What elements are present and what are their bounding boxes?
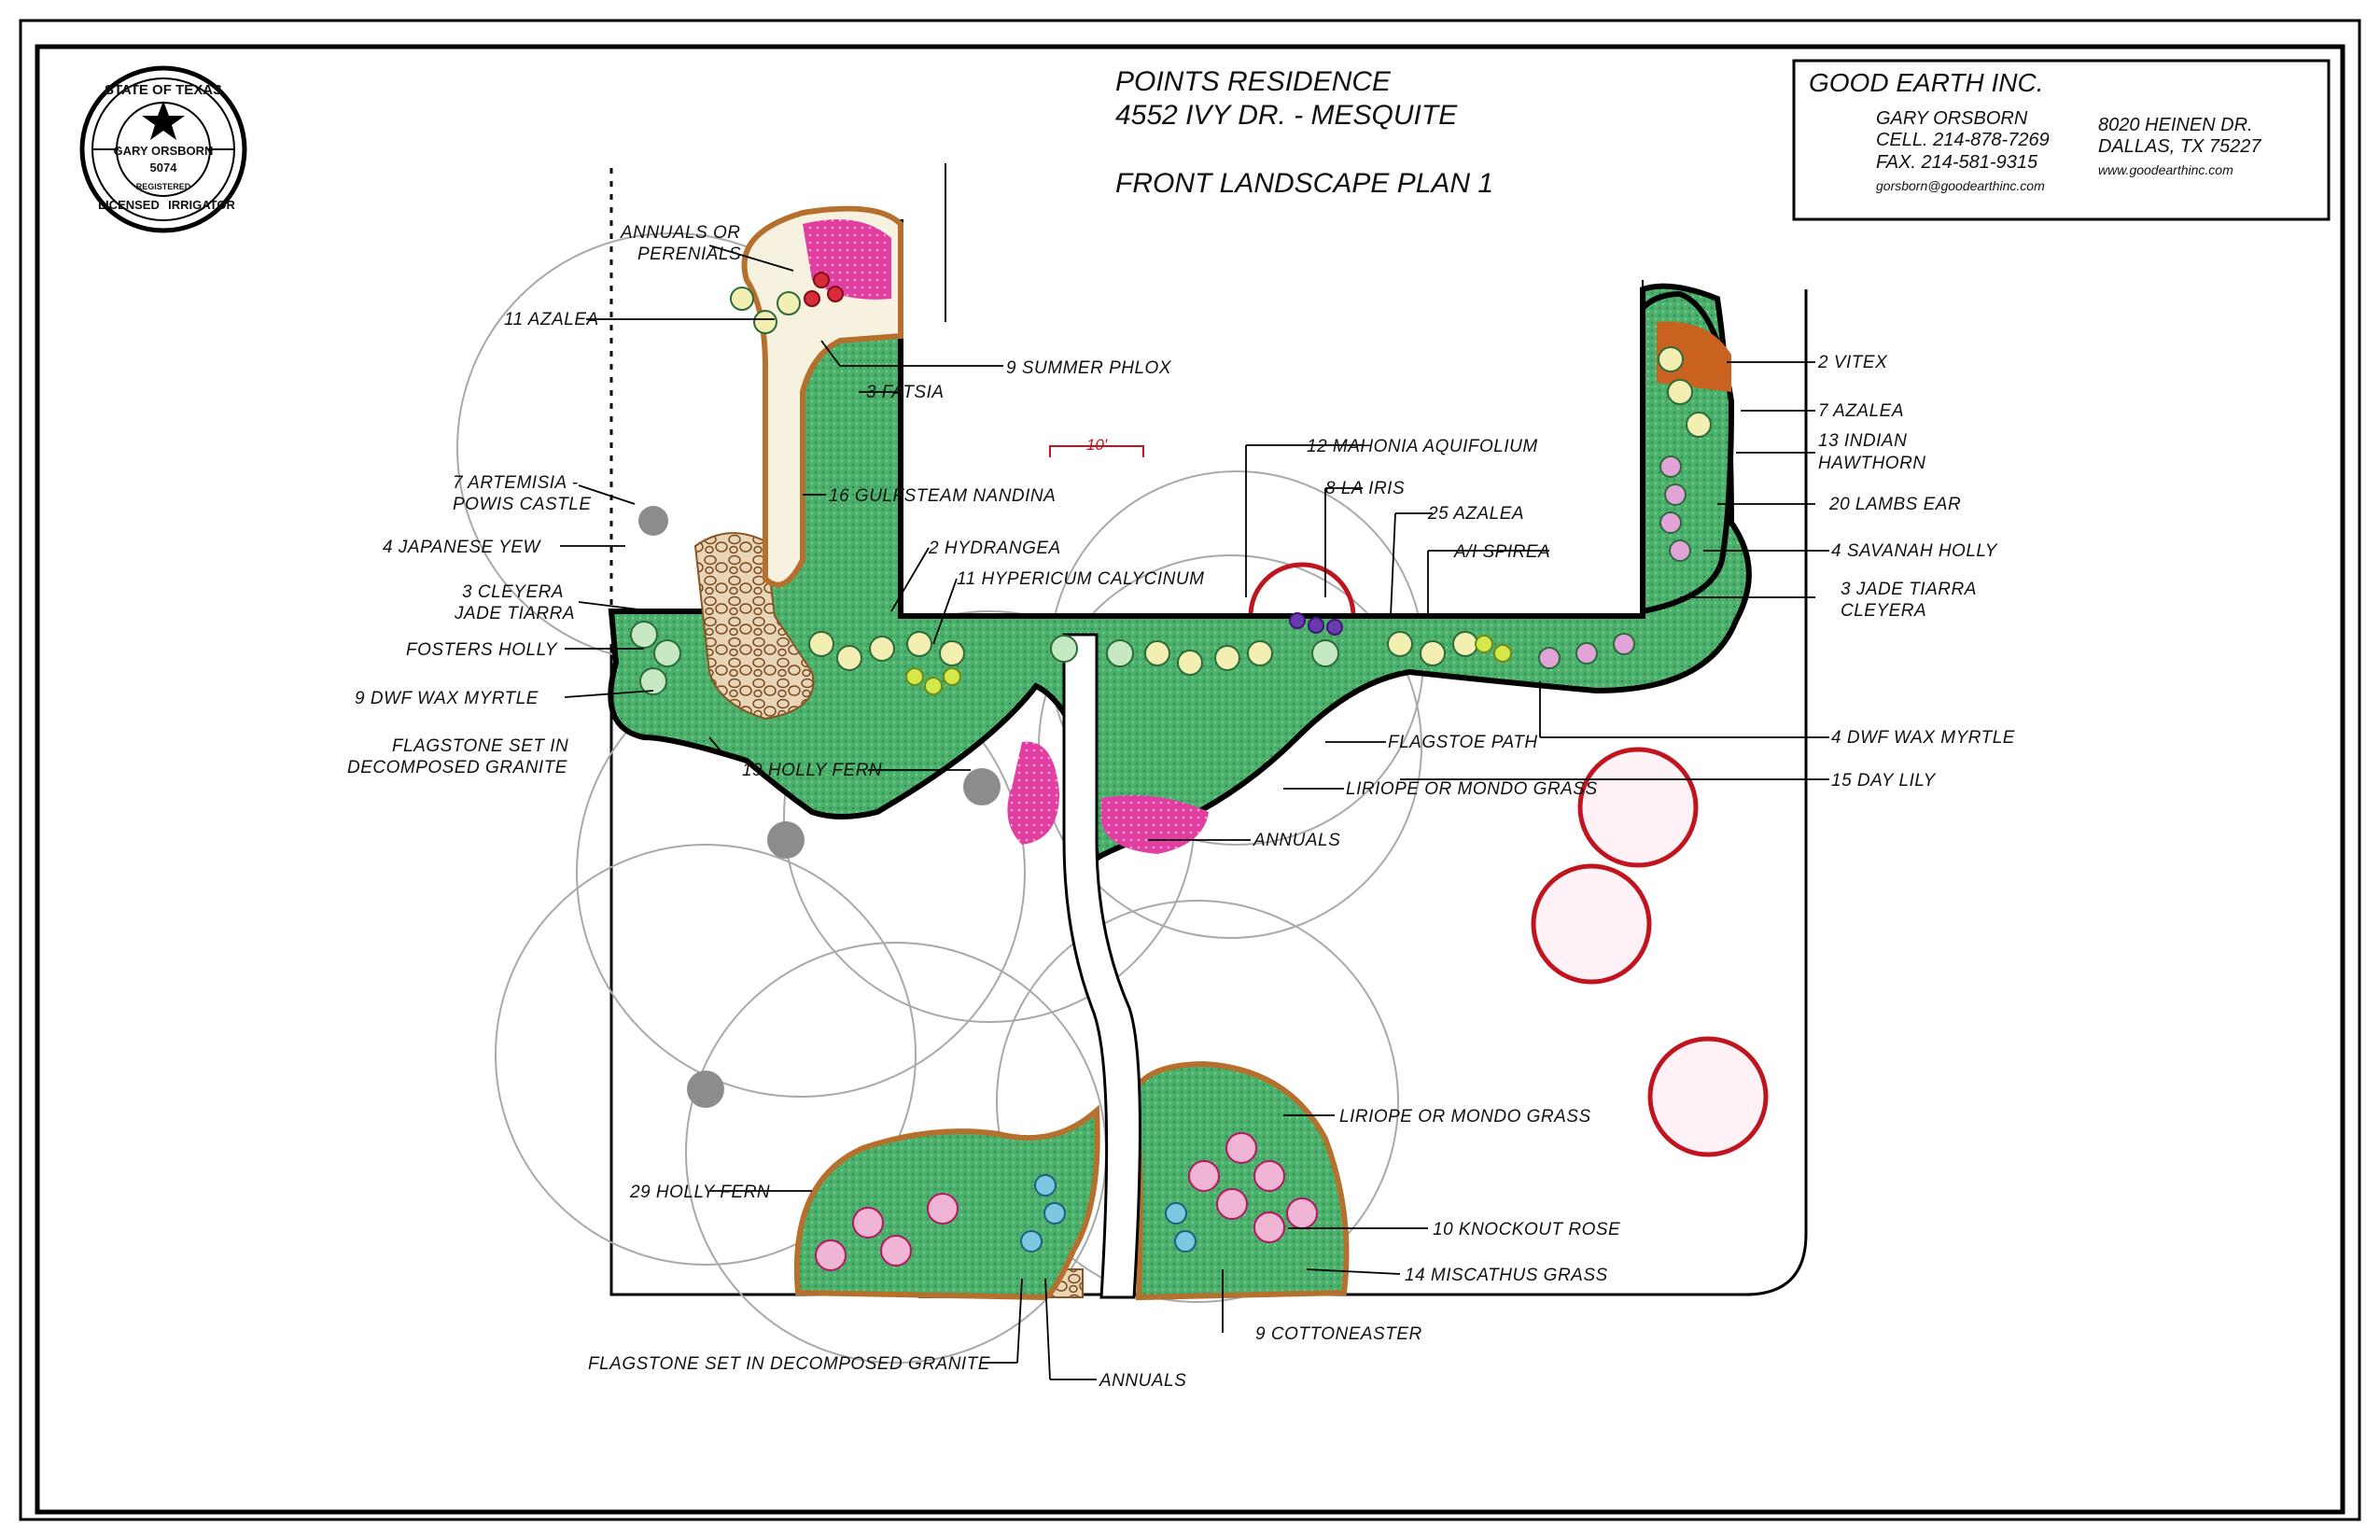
irrigator-seal: STATE OF TEXAS GARY ORSBORN 5074 REGISTE… (79, 65, 247, 233)
label-annuals-mid: ANNUALS (1253, 831, 1340, 850)
label-hydrangea: 2 HYDRANGEA (928, 539, 1061, 558)
label-day-lily: 15 DAY LILY (1831, 771, 1937, 791)
label-annuals-perenials-2: PERENIALS (637, 245, 741, 264)
label-artemisia-1: 7 ARTEMISIA - (453, 473, 579, 493)
label-artemisia-2: POWIS CASTLE (453, 495, 592, 514)
label-savanah-holly: 4 SAVANAH HOLLY (1831, 541, 1998, 561)
project-address: 4552 IVY DR. - MESQUITE (1115, 100, 1458, 131)
label-indian-hawthorn-2: HAWTHORN (1818, 454, 1926, 473)
company-email: gorsborn@goodearthinc.com (1876, 178, 2045, 193)
label-cleyera-left-1: 3 CLEYERA (462, 582, 564, 602)
pink-annuals-left (1007, 741, 1059, 845)
label-holly-fern-29: 29 HOLLY FERN (629, 1183, 770, 1202)
company-web: www.goodearthinc.com (2098, 162, 2233, 177)
label-flagstone-bottom: FLAGSTONE SET IN DECOMPOSED GRANITE (588, 1354, 990, 1374)
label-vitex: 2 VITEX (1817, 353, 1888, 372)
label-azalea-7: 7 AZALEA (1818, 401, 1904, 421)
bottom-bed-right (1130, 1060, 1350, 1301)
seal-number: 5074 (150, 161, 178, 175)
label-wax-myrtle-left: 9 DWF WAX MYRTLE (355, 689, 539, 708)
red-tree-3 (1647, 1036, 1769, 1157)
seal-irrigator: IRRIGATOR (168, 198, 235, 212)
front-walkway (1062, 633, 1141, 1299)
seal-state: STATE OF TEXAS (105, 82, 222, 98)
seal-licensed: LICENSED (98, 198, 160, 212)
label-cleyera-right-1: 3 JADE TIARRA (1841, 580, 1977, 599)
vitex-orange (1657, 321, 1731, 392)
label-azalea-25: 25 AZALEA (1427, 504, 1524, 524)
red-trees (1248, 562, 1769, 1157)
label-gulfsteam: 16 GULFSTEAM NANDINA (829, 486, 1056, 506)
seal-registered: REGISTERED (136, 182, 191, 191)
outer-border (19, 19, 2361, 1521)
label-wax-myrtle-right: 4 DWF WAX MYRTLE (1831, 728, 2015, 748)
star-icon (142, 101, 185, 140)
label-cleyera-left-2: JADE TIARRA (454, 604, 575, 623)
label-annuals-perenials-1: ANNUALS OR (620, 223, 741, 243)
label-summer-phlox: 9 SUMMER PHLOX (1006, 358, 1172, 378)
label-holly-fern-19: 19 HOLLY FERN (742, 761, 882, 780)
red-tree-1 (1577, 747, 1699, 868)
red-tree-2 (1531, 863, 1652, 985)
label-miscathus: 14 MISCATHUS GRASS (1405, 1266, 1608, 1285)
label-liriope-bottom: LIRIOPE OR MONDO GRASS (1339, 1107, 1591, 1127)
company-fax: FAX. 214-581-9315 (1876, 152, 2038, 173)
label-indian-hawthorn-1: 13 INDIAN (1818, 431, 1907, 451)
plan-name: FRONT LANDSCAPE PLAN 1 (1115, 168, 1493, 199)
company-cell: CELL. 214-878-7269 (1876, 130, 2050, 150)
label-mahonia: 12 MAHONIA AQUIFOLIUM (1307, 437, 1538, 456)
scale-marker: 10' (1049, 436, 1144, 457)
label-flagstone-left-1: FLAGSTONE SET IN (392, 736, 568, 756)
plant-symbols (630, 272, 1712, 1271)
label-azalea-11: 11 AZALEA (504, 310, 599, 329)
label-cleyera-right-2: CLEYERA (1841, 601, 1926, 621)
scale-label: 10' (1086, 436, 1108, 454)
flagstone-left (693, 532, 815, 721)
foundation-bed (608, 218, 1752, 865)
label-fatsia: 3 FATSIA (866, 383, 945, 402)
leader-lines (560, 245, 1829, 1380)
label-fosters-holly: FOSTERS HOLLY (406, 640, 558, 660)
label-knockout-rose: 10 KNOCKOUT ROSE (1433, 1220, 1620, 1239)
seal-name: GARY ORSBORN (114, 144, 214, 158)
label-liriope-top: LIRIOPE OR MONDO GRASS (1346, 779, 1598, 799)
label-japanese-yew: 4 JAPANESE YEW (383, 538, 541, 557)
company-contact: GARY ORSBORN (1876, 108, 2028, 129)
label-la-iris: 8 LA IRIS (1325, 479, 1405, 498)
label-cottoneaster: 9 COTTONEASTER (1255, 1324, 1422, 1344)
company-info-box: GOOD EARTH INC. GARY ORSBORN CELL. 214-8… (1792, 59, 2331, 221)
label-hypericum: 11 HYPERICUM CALYCINUM (957, 569, 1204, 589)
company-city: DALLAS, TX 75227 (2098, 136, 2261, 157)
company-street: 8020 HEINEN DR. (2098, 115, 2253, 135)
plant-labels: ANNUALS OR PERENIALS 11 AZALEA 9 SUMMER … (347, 223, 2015, 1391)
project-name: POINTS RESIDENCE (1115, 66, 1392, 97)
title-block: POINTS RESIDENCE 4552 IVY DR. - MESQUITE… (1115, 66, 1493, 199)
inner-border (35, 44, 2345, 1515)
label-annuals-bottom: ANNUALS (1099, 1371, 1186, 1391)
label-flagstone-path: FLAGSTOE PATH (1388, 733, 1538, 752)
company-name: GOOD EARTH INC. (1809, 68, 2044, 97)
label-lambs-ear: 20 LAMBS EAR (1828, 495, 1961, 514)
property-lines (609, 163, 1808, 1296)
label-flagstone-left-2: DECOMPOSED GRANITE (347, 758, 567, 777)
label-spirea: A/I SPIREA (1453, 542, 1550, 562)
